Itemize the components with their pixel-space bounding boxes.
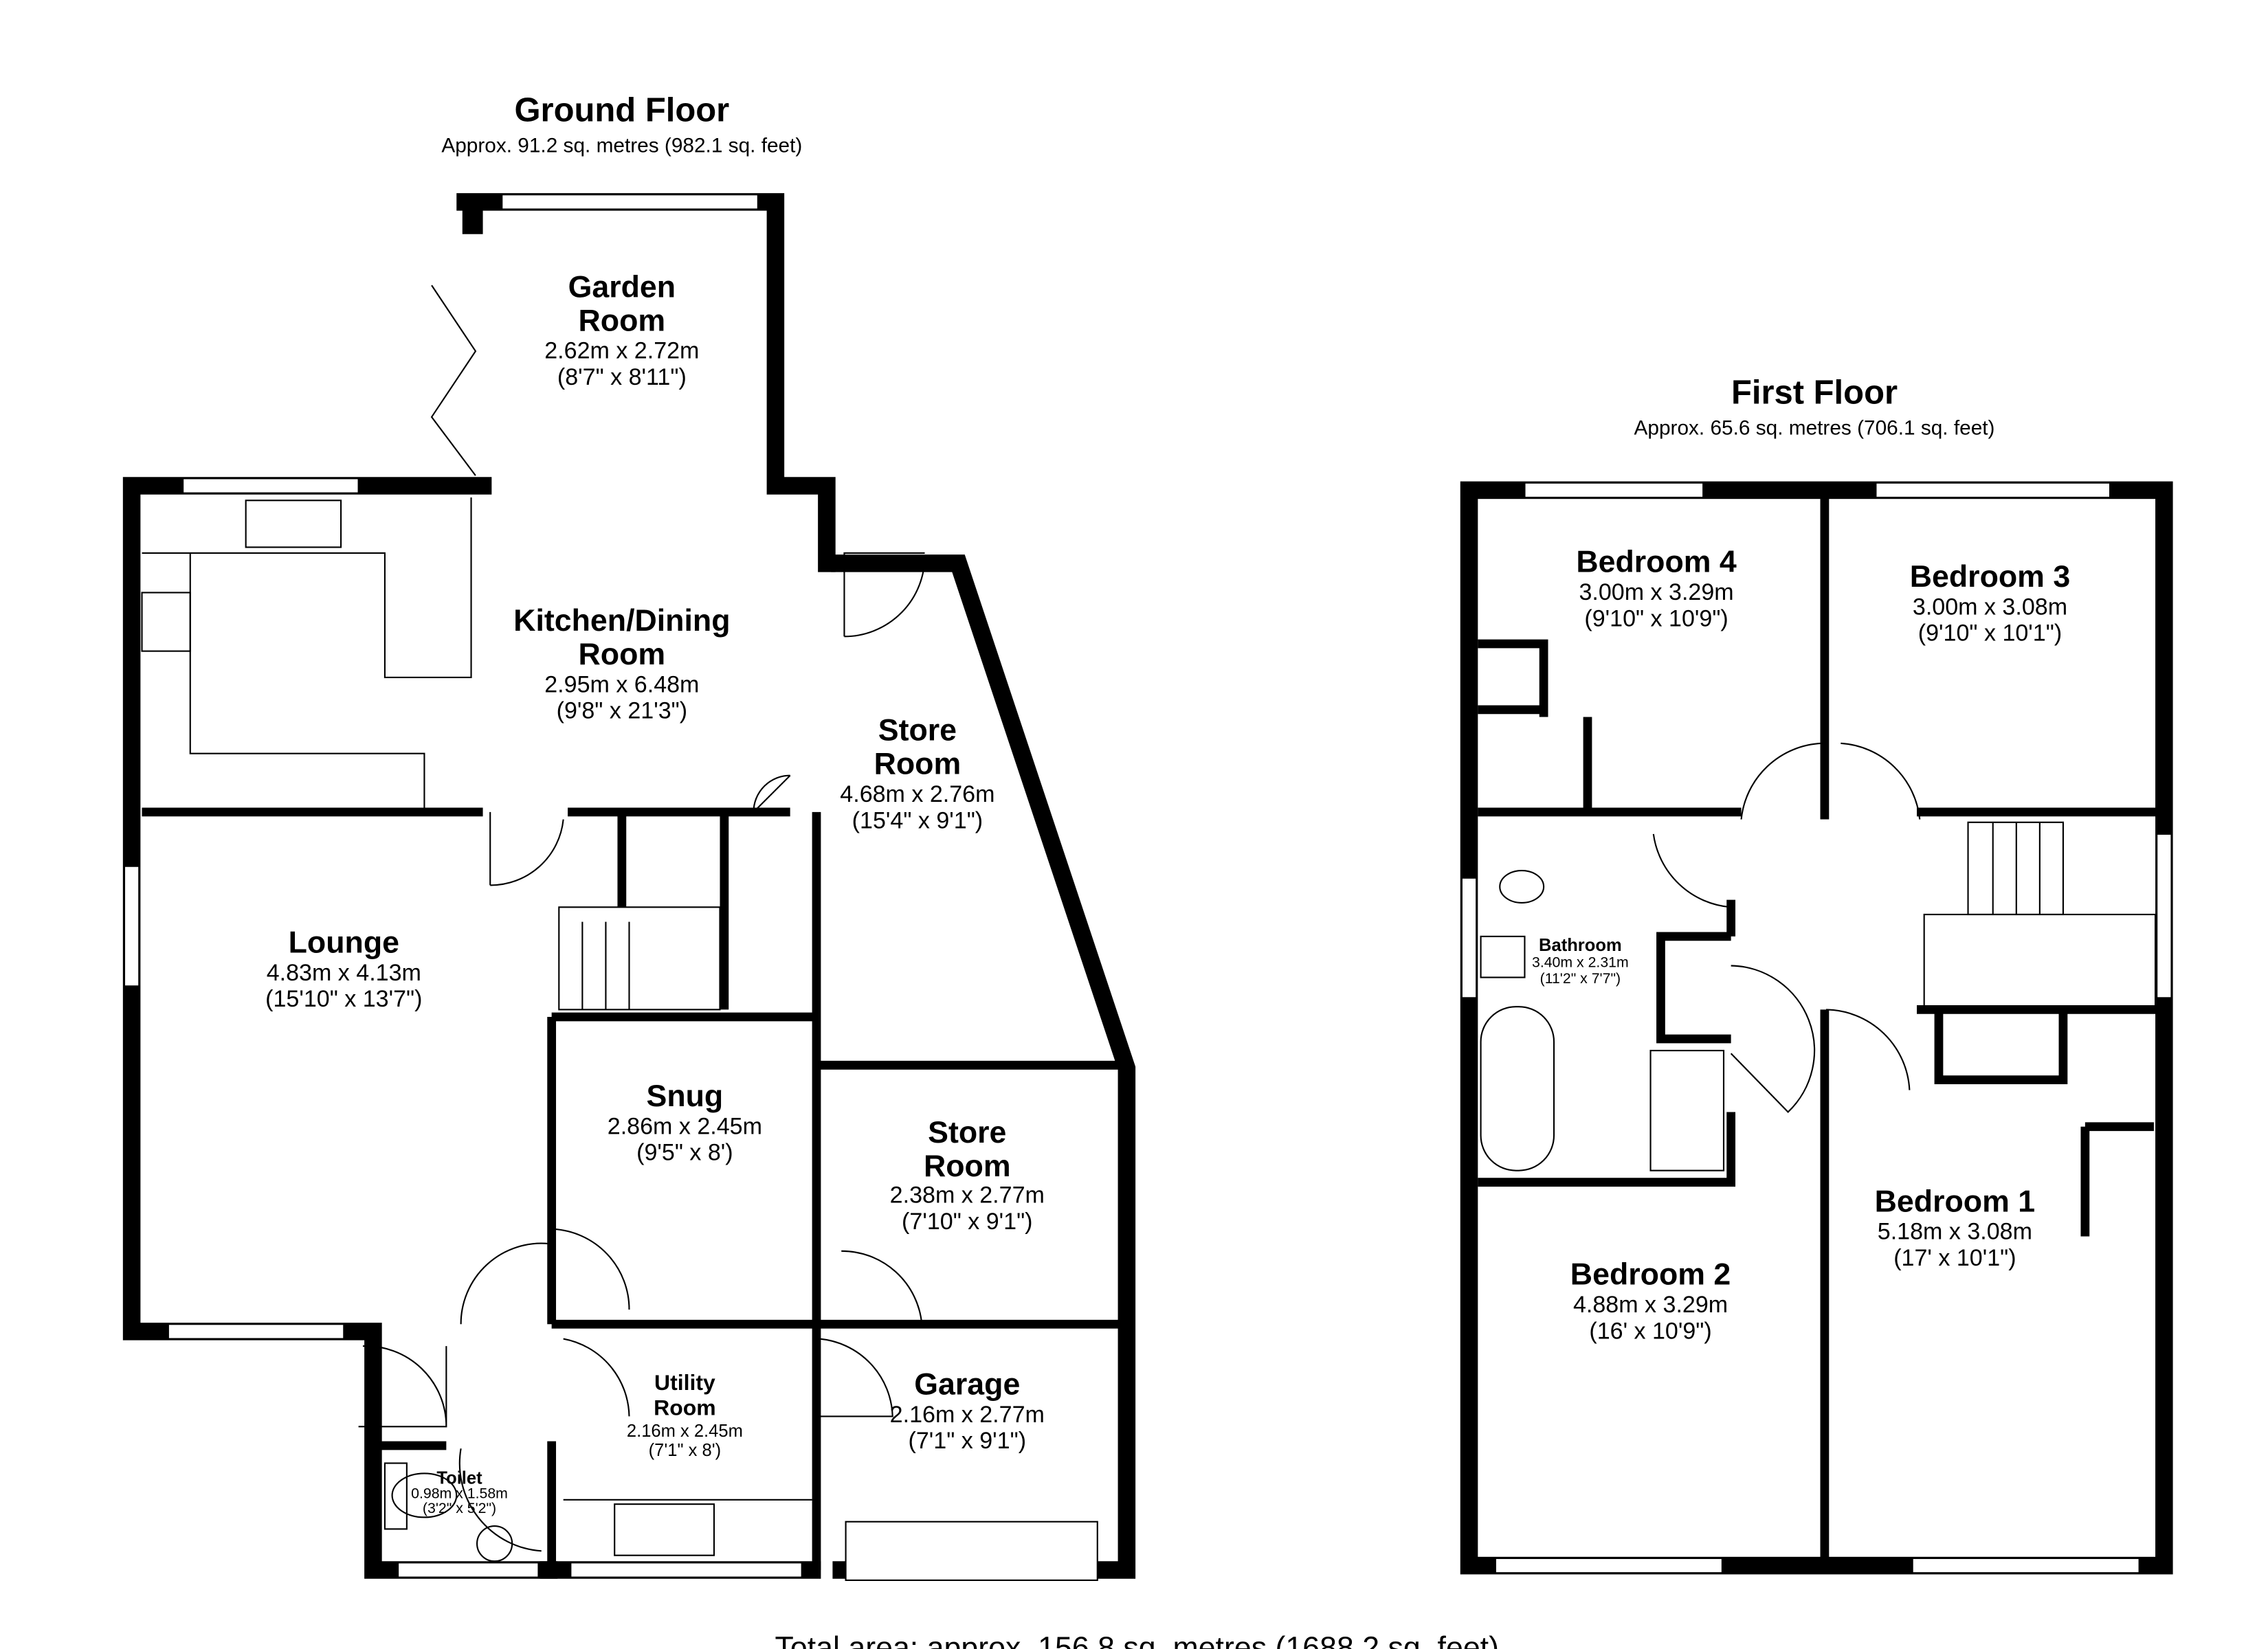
window bbox=[570, 1562, 803, 1578]
total-area: Total area: approx. 156.8 sq. metres (16… bbox=[775, 1631, 1499, 1649]
room-bathroom: Bathroom 3.40m x 2.31m (11'2" x 7'7") bbox=[1532, 936, 1629, 987]
svg-text:Store: Store bbox=[878, 714, 957, 748]
window bbox=[123, 865, 140, 987]
svg-text:Room: Room bbox=[579, 638, 666, 671]
first-floor-area: Approx. 65.6 sq. metres (706.1 sq. feet) bbox=[1634, 416, 1995, 439]
window bbox=[1911, 1557, 2140, 1574]
room-toilet: Toilet 0.98m x 1.58m (3'2" x 5'2") bbox=[411, 1468, 508, 1516]
window bbox=[1875, 482, 2111, 499]
svg-text:(8'7" x 8'11"): (8'7" x 8'11") bbox=[557, 364, 687, 390]
room-bedroom-2: Bedroom 2 4.88m x 3.29m (16' x 10'9") bbox=[1570, 1258, 1731, 1345]
window bbox=[1494, 1557, 1723, 1574]
garage-door bbox=[845, 1521, 1098, 1581]
svg-text:(15'4" x 9'1"): (15'4" x 9'1") bbox=[852, 807, 983, 833]
room-snug: Snug 2.86m x 2.45m (9'5" x 8') bbox=[608, 1079, 762, 1166]
svg-text:0.98m x 1.58m: 0.98m x 1.58m bbox=[411, 1485, 508, 1502]
staircase bbox=[1923, 821, 2157, 1011]
svg-text:Utility: Utility bbox=[654, 1370, 715, 1395]
ground-floor-area: Approx. 91.2 sq. metres (982.1 sq. feet) bbox=[441, 134, 802, 157]
svg-text:Lounge: Lounge bbox=[289, 926, 399, 959]
room-lounge: Lounge 4.83m x 4.13m (15'10" x 13'7") bbox=[265, 926, 422, 1012]
ground-floor-title: Ground Floor bbox=[514, 92, 729, 129]
first-floor-walls bbox=[1460, 481, 2173, 1575]
svg-text:4.68m x 2.76m: 4.68m x 2.76m bbox=[840, 781, 994, 807]
svg-text:Room: Room bbox=[874, 748, 961, 781]
svg-text:2.86m x 2.45m: 2.86m x 2.45m bbox=[608, 1113, 762, 1139]
room-store-room-2: Store Room 2.38m x 2.77m (7'10" x 9'1") bbox=[890, 1116, 1045, 1235]
svg-text:Bedroom 2: Bedroom 2 bbox=[1570, 1258, 1731, 1292]
svg-text:Bedroom 1: Bedroom 1 bbox=[1875, 1185, 2035, 1218]
window bbox=[501, 194, 759, 210]
svg-text:4.88m x 3.29m: 4.88m x 3.29m bbox=[1573, 1292, 1728, 1318]
svg-text:(7'10" x 9'1"): (7'10" x 9'1") bbox=[902, 1209, 1032, 1235]
svg-text:(17' x 10'1"): (17' x 10'1") bbox=[1893, 1245, 2016, 1271]
svg-text:2.62m x 2.72m: 2.62m x 2.72m bbox=[544, 338, 699, 364]
svg-text:(9'8" x 21'3"): (9'8" x 21'3") bbox=[557, 698, 687, 724]
room-kitchen-dining: Kitchen/Dining Room 2.95m x 6.48m (9'8" … bbox=[513, 604, 730, 724]
staircase bbox=[558, 906, 721, 1011]
svg-text:2.16m x 2.77m: 2.16m x 2.77m bbox=[890, 1402, 1045, 1428]
svg-text:3.00m x 3.08m: 3.00m x 3.08m bbox=[1913, 594, 2067, 620]
svg-text:(11'2" x 7'7"): (11'2" x 7'7") bbox=[1540, 970, 1621, 987]
svg-text:Room: Room bbox=[654, 1395, 715, 1420]
svg-text:Bedroom 3: Bedroom 3 bbox=[1910, 560, 2070, 594]
svg-text:Bedroom 4: Bedroom 4 bbox=[1576, 546, 1737, 579]
svg-text:Garage: Garage bbox=[914, 1367, 1020, 1401]
window bbox=[1460, 877, 1478, 999]
svg-text:Store: Store bbox=[928, 1116, 1006, 1149]
svg-text:(9'10" x 10'9"): (9'10" x 10'9") bbox=[1584, 605, 1728, 631]
svg-text:(9'5" x 8'): (9'5" x 8') bbox=[636, 1140, 733, 1166]
room-store-room-1: Store Room 4.68m x 2.76m (15'4" x 9'1") bbox=[840, 714, 994, 834]
svg-text:(7'1" x 8'): (7'1" x 8') bbox=[649, 1441, 721, 1460]
room-bedroom-1: Bedroom 1 5.18m x 3.08m (17' x 10'1") bbox=[1875, 1185, 2035, 1271]
svg-text:(15'10" x 13'7"): (15'10" x 13'7") bbox=[265, 986, 422, 1012]
svg-text:4.83m x 4.13m: 4.83m x 4.13m bbox=[267, 960, 421, 986]
svg-text:Room: Room bbox=[924, 1149, 1011, 1183]
window bbox=[167, 1323, 345, 1340]
svg-text:3.00m x 3.29m: 3.00m x 3.29m bbox=[1579, 579, 1733, 605]
svg-text:(16' x 10'9"): (16' x 10'9") bbox=[1589, 1319, 1711, 1345]
svg-text:(7'1" x 9'1"): (7'1" x 9'1") bbox=[909, 1428, 1027, 1454]
svg-text:Bathroom: Bathroom bbox=[1539, 936, 1622, 955]
svg-text:5.18m x 3.08m: 5.18m x 3.08m bbox=[1878, 1219, 2032, 1245]
window bbox=[182, 478, 359, 494]
room-bedroom-4: Bedroom 4 3.00m x 3.29m (9'10" x 10'9") bbox=[1576, 546, 1737, 632]
room-garage: Garage 2.16m x 2.77m (7'1" x 9'1") bbox=[890, 1367, 1045, 1454]
room-utility-room: Utility Room 2.16m x 2.45m (7'1" x 8') bbox=[627, 1370, 743, 1460]
svg-text:2.95m x 6.48m: 2.95m x 6.48m bbox=[544, 671, 699, 697]
first-floor-title: First Floor bbox=[1731, 374, 1898, 412]
svg-text:Kitchen/Dining: Kitchen/Dining bbox=[513, 604, 730, 638]
svg-text:3.40m x 2.31m: 3.40m x 2.31m bbox=[1532, 954, 1629, 971]
svg-text:Room: Room bbox=[579, 304, 666, 337]
svg-text:2.16m x 2.45m: 2.16m x 2.45m bbox=[627, 1422, 743, 1441]
svg-text:2.38m x 2.77m: 2.38m x 2.77m bbox=[890, 1182, 1045, 1208]
svg-text:(9'10" x 10'1"): (9'10" x 10'1") bbox=[1918, 620, 2062, 647]
window bbox=[2156, 833, 2172, 999]
ground-floor-walls bbox=[122, 193, 1136, 1581]
window bbox=[1524, 482, 1704, 499]
svg-text:Toilet: Toilet bbox=[436, 1468, 482, 1488]
svg-text:(3'2" x 5'2"): (3'2" x 5'2") bbox=[423, 1500, 496, 1516]
svg-text:Snug: Snug bbox=[647, 1079, 724, 1113]
window bbox=[397, 1562, 540, 1578]
svg-text:Garden: Garden bbox=[568, 270, 676, 304]
room-garden-room: Garden Room 2.62m x 2.72m (8'7" x 8'11") bbox=[544, 270, 699, 390]
room-bedroom-3: Bedroom 3 3.00m x 3.08m (9'10" x 10'1") bbox=[1910, 560, 2070, 647]
